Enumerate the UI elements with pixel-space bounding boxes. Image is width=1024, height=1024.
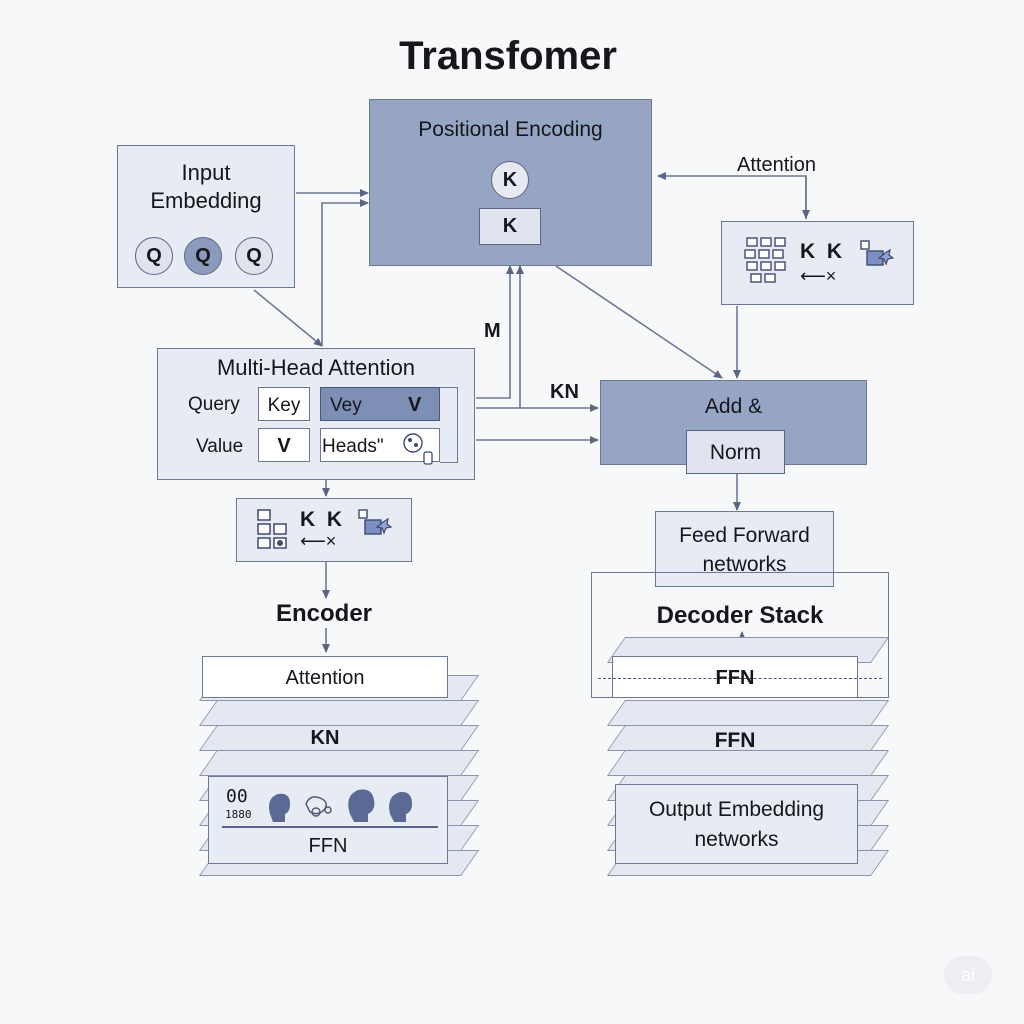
attention-panel-keys: K K [800, 240, 842, 263]
positional-encoding-label: Positional Encoding [418, 118, 603, 141]
encoder-ffn-divider [222, 826, 438, 828]
input-embedding-label-line1: Input [181, 160, 231, 185]
q-token-circle-1: Q [135, 237, 173, 275]
heads-cell-label: Heads" [322, 436, 384, 457]
feed-forward-block [655, 511, 834, 587]
norm-box [686, 430, 785, 474]
encoder-glyph-bottom: 1880 [225, 808, 252, 821]
m-wire-label: M [484, 320, 501, 342]
encoder-glyph-top: 00 [226, 786, 248, 807]
decoder-stack-label: Decoder Stack [656, 602, 824, 629]
decoder-ffn-top-label: FFN [715, 667, 755, 689]
q-token-circle-2: Q [184, 237, 222, 275]
key-cell [258, 387, 310, 421]
attention-label: Attention [737, 154, 816, 176]
kn-wire-label: KN [550, 381, 579, 403]
k-token-box-label: K [502, 215, 518, 237]
small-gear-cluster-icon [358, 509, 392, 535]
multi-head-attention-label: Multi-Head Attention [216, 355, 416, 380]
vey-cell-label: Vey [330, 395, 362, 416]
decoder-layer-sheet [606, 700, 890, 726]
input-embedding-label-line2: Embedding [150, 188, 262, 213]
decoder-dashed-line [598, 678, 882, 679]
diagram-title: Transfomer [399, 34, 617, 78]
output-embedding-line1: Output Embedding [648, 798, 825, 821]
watermark-badge: ai [944, 956, 992, 994]
add-norm-label: Add & [704, 395, 763, 418]
output-embedding-box [615, 784, 858, 864]
value-label: Value [196, 436, 244, 457]
small-panel-keys: K K [300, 508, 342, 531]
attention-panel-arrow-text: ⟵× [800, 266, 837, 286]
q-token-circle-3: Q [235, 237, 273, 275]
encoder-layer-sheet [198, 750, 480, 776]
decoder-ffn-mid-label: FFN [714, 729, 756, 752]
encoder-ffn-label: FFN [308, 835, 348, 857]
encoder-attention-label: Attention [285, 667, 365, 689]
head-silhouettes-icon [269, 789, 412, 822]
encoder-attention-box [202, 656, 448, 698]
inner-bracket [440, 387, 458, 463]
feed-forward-line1: Feed Forward [679, 524, 810, 547]
k-token-circle: K [491, 161, 529, 199]
key-cell-label: Key [267, 395, 301, 416]
value-v-cell [258, 428, 310, 462]
k-token-box [479, 208, 541, 245]
decoder-layer-sheet [606, 750, 890, 776]
feed-forward-line2: networks [702, 553, 787, 576]
encoder-ffn-box [208, 776, 448, 864]
encoder-label: Encoder [275, 600, 373, 627]
norm-label: Norm [709, 441, 762, 464]
network-grid-icon [744, 237, 786, 283]
small-panel-arrow-text: ⟵× [300, 531, 337, 551]
vey-cell [320, 387, 440, 421]
v-cell-label: V [408, 394, 422, 416]
heads-cluster-icon [403, 433, 433, 465]
query-label: Query [188, 394, 240, 415]
stacked-squares-icon [257, 509, 287, 549]
encoder-kn-label: KN [310, 727, 340, 749]
gear-cluster-icon [860, 240, 894, 266]
encoder-layer-sheet [198, 700, 480, 726]
heads-cell [320, 428, 440, 462]
output-embedding-line2: networks [694, 828, 779, 851]
decoder-ffn-box [612, 656, 858, 698]
value-v-label: V [277, 435, 291, 457]
